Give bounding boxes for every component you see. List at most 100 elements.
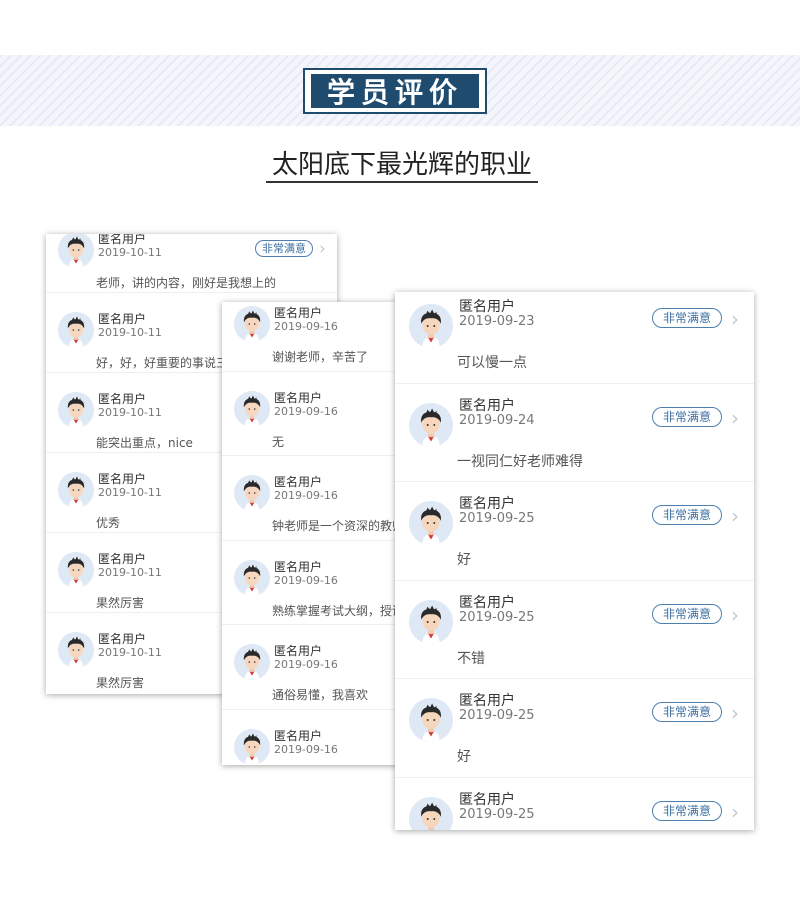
avatar (234, 475, 270, 511)
review-username: 匿名用户 (459, 594, 515, 611)
review-username: 匿名用户 (98, 312, 147, 326)
review-date: 2019-09-16 (274, 742, 338, 756)
avatar (58, 552, 94, 588)
page-title: 学员评价 (326, 76, 463, 109)
review-username: 匿名用户 (98, 472, 147, 486)
review-comment: 果然厉害 (96, 676, 145, 690)
review-username: 匿名用户 (274, 644, 323, 658)
chevron-right-icon[interactable]: › (319, 239, 326, 259)
review-comment: 老师，讲的内容，刚好是我想上的 (96, 276, 277, 290)
review-date: 2019-09-25 (459, 708, 535, 723)
chevron-right-icon[interactable]: › (731, 602, 739, 627)
rating-badge: 非常满意 (652, 800, 722, 821)
item-divider (46, 292, 337, 293)
item-divider (222, 624, 407, 625)
page-subtitle: 太阳底下最光辉的职业 (271, 150, 532, 180)
item-divider (395, 579, 754, 581)
review-username: 匿名用户 (459, 791, 515, 808)
item-divider (46, 612, 337, 613)
review-date: 2019-09-16 (274, 489, 338, 502)
review-username: 匿名用户 (274, 559, 323, 574)
item-divider (395, 382, 754, 384)
review-comment: 不错 (457, 650, 485, 667)
avatar (409, 402, 453, 447)
review-date: 2019-10-11 (98, 326, 162, 339)
avatar (58, 632, 94, 668)
item-divider (395, 481, 754, 482)
review-username: 匿名用户 (274, 475, 323, 489)
review-username: 匿名用户 (459, 397, 515, 414)
review-comment: 好，好，好重要的事说三遍 (96, 356, 241, 370)
avatar (58, 234, 94, 268)
rating-badge: 非常满意 (652, 702, 722, 722)
review-date: 2019-10-11 (98, 246, 162, 259)
chevron-right-icon[interactable]: › (731, 307, 739, 331)
review-username: 匿名用户 (98, 234, 147, 246)
review-date: 2019-10-11 (98, 566, 162, 579)
review-date: 2019-09-25 (459, 806, 535, 822)
item-divider (46, 452, 337, 453)
review-date: 2019-09-25 (459, 511, 535, 526)
avatar (409, 304, 453, 348)
review-date: 2019-10-11 (98, 646, 162, 659)
review-comment: 可以慢一点 (457, 355, 527, 371)
rating-badge: 非常满意 (652, 603, 722, 624)
item-divider (46, 372, 337, 373)
chevron-right-icon[interactable]: › (731, 405, 739, 430)
review-username: 匿名用户 (98, 552, 147, 566)
review-comment: 好 (457, 749, 471, 765)
review-username: 匿名用户 (98, 392, 147, 406)
avatar (409, 501, 453, 545)
item-divider (222, 539, 407, 541)
item-divider (222, 708, 407, 710)
item-divider (46, 532, 337, 533)
chevron-right-icon[interactable]: › (731, 701, 739, 725)
review-date: 2019-09-16 (274, 573, 338, 587)
review-username: 匿名用户 (274, 728, 323, 743)
review-username: 匿名用户 (274, 390, 323, 405)
review-comment: 钟老师是一个资深的教师 (272, 519, 405, 533)
avatar (234, 306, 270, 342)
review-date: 2019-10-11 (98, 406, 162, 419)
subtitle-underline (266, 181, 538, 183)
review-comment: 一视同仁好老师难得 (457, 453, 583, 470)
review-comment: 通俗易懂，我喜欢 (272, 688, 369, 702)
review-username: 匿名用户 (98, 632, 147, 646)
chevron-right-icon[interactable]: › (731, 504, 739, 528)
item-divider (395, 776, 754, 778)
rating-badge: 非常满意 (255, 240, 313, 257)
avatar (234, 390, 270, 427)
avatar (234, 728, 270, 765)
rating-badge: 非常满意 (652, 505, 722, 525)
review-comment: 无 (272, 434, 285, 449)
review-username: 匿名用户 (459, 496, 515, 512)
review-comment: 谢谢老师，辛苦了 (272, 350, 369, 364)
title-badge-inner: 学员评价 (311, 74, 479, 109)
avatar (409, 796, 453, 830)
review-comment: 能突出重点，nice (96, 436, 193, 450)
review-username: 匿名用户 (274, 306, 323, 320)
review-date: 2019-10-11 (98, 486, 162, 499)
chevron-right-icon[interactable]: › (731, 799, 739, 824)
avatar (234, 644, 270, 680)
avatar (234, 559, 270, 596)
review-date: 2019-09-16 (274, 404, 338, 418)
review-username: 匿名用户 (459, 299, 515, 315)
review-date: 2019-09-16 (274, 320, 338, 333)
avatar (409, 599, 453, 644)
